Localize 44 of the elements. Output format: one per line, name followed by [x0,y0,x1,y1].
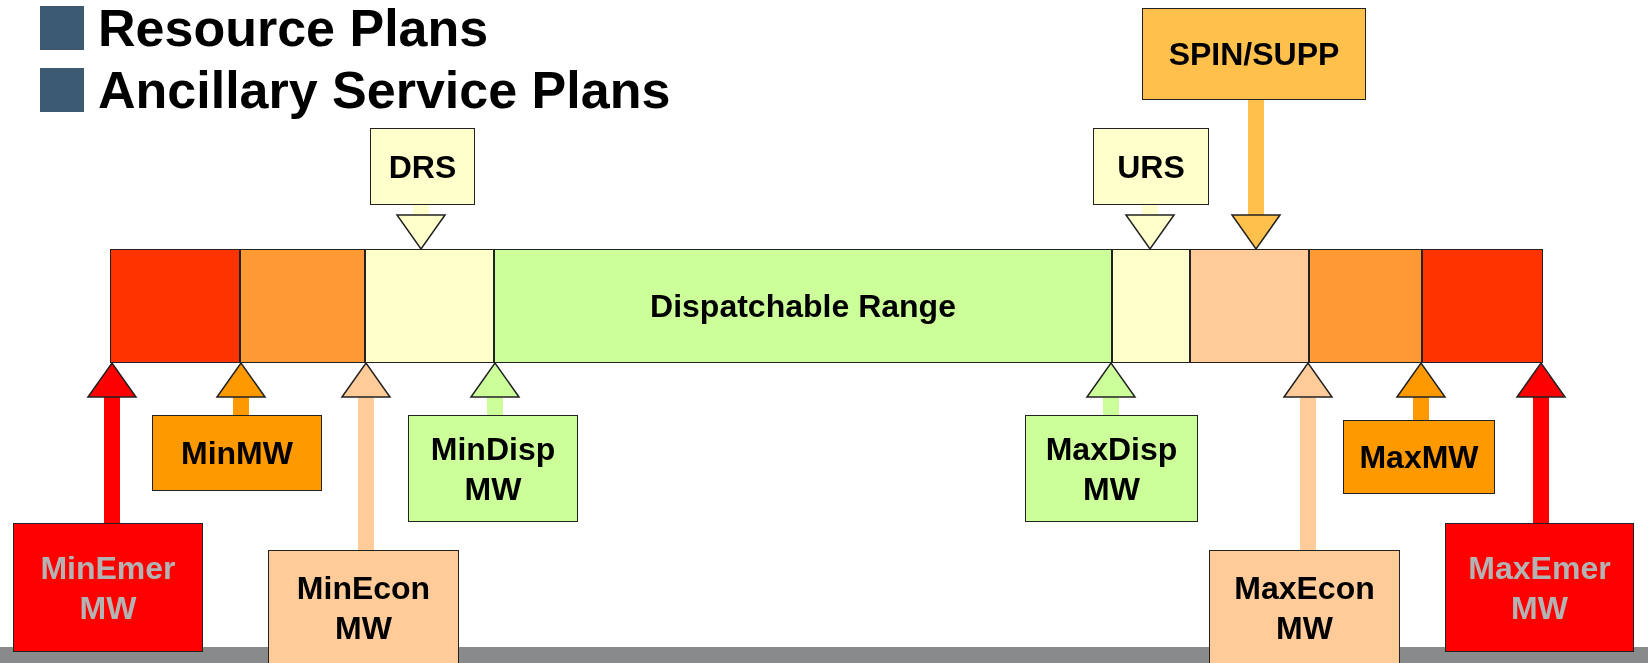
callout-box [13,523,203,652]
node-label: MinMW [181,434,293,473]
block-arrow [1125,205,1175,250]
block-arrow [470,362,520,415]
block-arrow [1516,362,1566,523]
block-arrow [1283,362,1333,550]
callout-box [1142,8,1366,100]
callout-box [1093,128,1209,205]
bar-segment [240,249,365,363]
node-label: MinDisp MW [429,429,557,509]
bar-segment [365,249,494,363]
callout-box [152,415,322,491]
bar-segment [494,249,1112,363]
block-arrow [1396,362,1446,420]
node-label: URS [1117,147,1185,187]
node-label: MaxEcon MW [1233,568,1376,648]
bar-segment [1309,249,1422,363]
bar-segment [1112,249,1190,363]
node-label: MaxMW [1359,438,1479,477]
node-label: SPIN/SUPP [1168,35,1340,74]
callout-box [1343,420,1495,494]
node-label: MinEmer MW [39,548,177,628]
callout-box [408,415,578,522]
node-label: Dispatchable Range [650,287,956,326]
node-label: MaxDisp MW [1044,429,1179,509]
block-arrow [87,362,137,523]
node-label: DRS [388,147,457,187]
bar-segment [1422,249,1543,363]
block-arrow [341,362,391,550]
node-label: MaxEmer MW [1467,548,1612,628]
callout-box [268,550,459,663]
callout-box [370,128,475,205]
block-arrow [1231,100,1281,250]
node-label: MinEcon MW [295,568,432,648]
block-arrow [396,205,446,250]
block-arrow [216,362,266,415]
block-arrow [1086,362,1136,415]
callout-box [1445,523,1634,652]
heading-text: Resource Plans [98,0,489,58]
bar-segment [110,249,240,363]
heading-text: Ancillary Service Plans [98,60,671,120]
bar-segment [1190,249,1309,363]
callout-box [1025,415,1198,522]
callout-box [1209,550,1400,663]
